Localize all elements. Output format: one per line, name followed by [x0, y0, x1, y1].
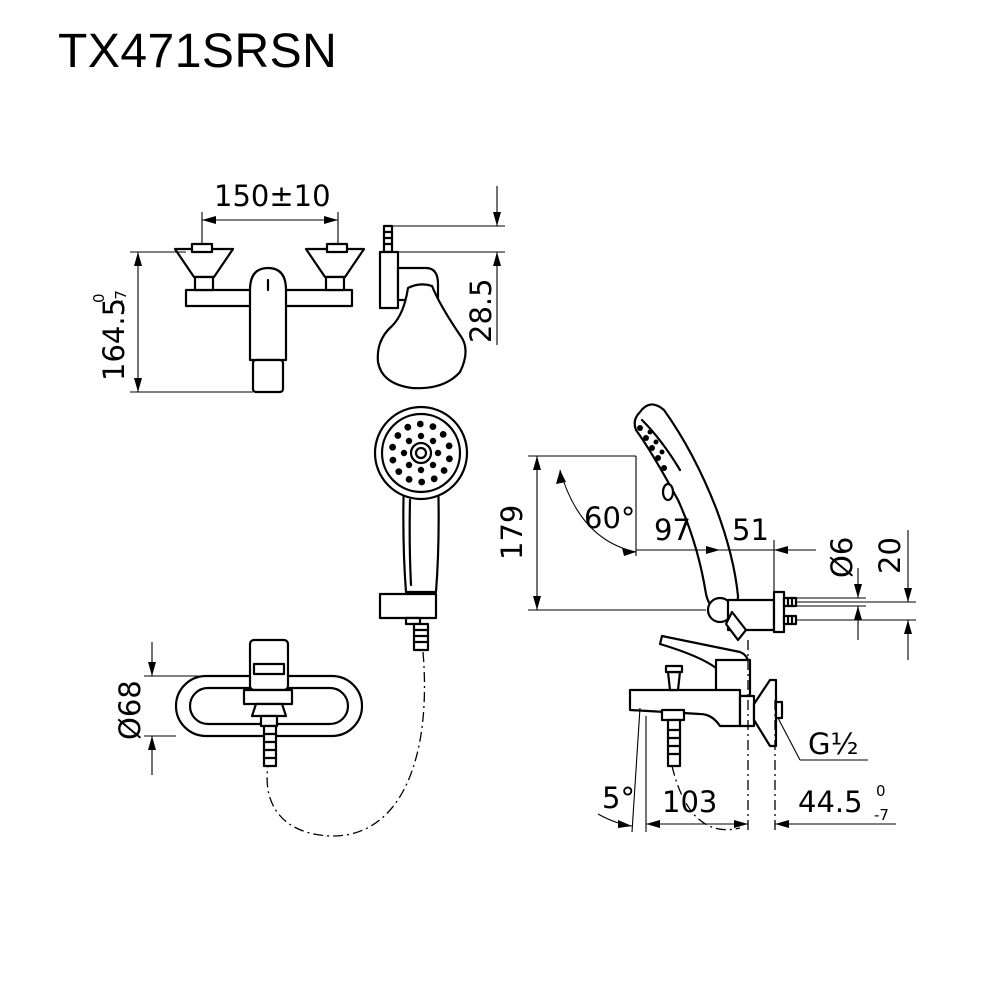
nozzle-dot: [405, 437, 413, 445]
holder-depth-label: 51: [732, 513, 769, 547]
inlet-thread-label: G½: [808, 727, 859, 761]
mixer-height-label: 164.5: [97, 298, 131, 381]
nozzle-dot: [400, 449, 408, 457]
pin-diameter-label: Ø6: [825, 537, 859, 578]
holder-offset-label: 28.5: [464, 278, 498, 343]
body-depth-tol-upper: 0: [876, 782, 886, 800]
hose-line: [266, 651, 426, 837]
nozzle-dot: [418, 478, 426, 486]
nozzle-dot: [404, 423, 412, 431]
nozzle-dot: [429, 461, 437, 469]
holder-side-view: 28.5: [376, 186, 505, 390]
nozzle-dot: [405, 476, 413, 483]
nozzle-dot: [417, 432, 425, 440]
mixer-front-view: Ø68: [113, 638, 364, 775]
nozzle-dot: [434, 449, 442, 457]
nozzle-dot: [445, 442, 453, 450]
shower-height-label: 179: [495, 505, 529, 560]
shower-angle-label: 60°: [584, 501, 635, 535]
mixer-height-tol-lower: -7: [112, 290, 130, 305]
model-title: TX471SRSN: [58, 25, 338, 78]
shower-reach-label: 97: [654, 513, 691, 547]
hand-shower-front: [373, 405, 469, 652]
body-diameter-label: Ø68: [113, 680, 147, 740]
spout-angle-label: 5°: [602, 781, 635, 815]
nozzle-dot: [429, 437, 437, 445]
nozzle-dot: [440, 467, 448, 474]
pin-spacing-label: 20: [873, 537, 907, 574]
nozzle-dot: [389, 456, 397, 464]
mixer-height-tol-upper: 0: [90, 293, 108, 303]
shower-side-view: 179 60° 97 51 Ø6: [495, 403, 916, 660]
nozzle-dot: [430, 475, 438, 483]
mixer-side-view: G½ 5° 103 44.5 0 -7: [597, 634, 896, 833]
spray-nozzles: [389, 420, 453, 486]
body-depth-label: 44.5: [798, 785, 863, 819]
nozzle-dot: [439, 431, 447, 438]
nozzle-dot: [416, 420, 424, 428]
body-depth-tol-lower: -7: [874, 806, 889, 824]
mixer-spacing-label: 150±10: [214, 179, 331, 213]
nozzle-dot: [394, 432, 402, 439]
nozzle-dot: [395, 468, 403, 475]
nozzle-dot: [446, 455, 453, 463]
spout-length-label: 103: [662, 785, 717, 819]
nozzle-dot: [405, 461, 413, 469]
shower-face-nozzles: [637, 425, 667, 471]
nozzle-dot: [417, 466, 425, 474]
nozzle-dot: [429, 423, 437, 430]
mixer-top-view: 164.5 0 -7 150±10: [90, 179, 366, 394]
nozzle-dot: [389, 443, 396, 451]
